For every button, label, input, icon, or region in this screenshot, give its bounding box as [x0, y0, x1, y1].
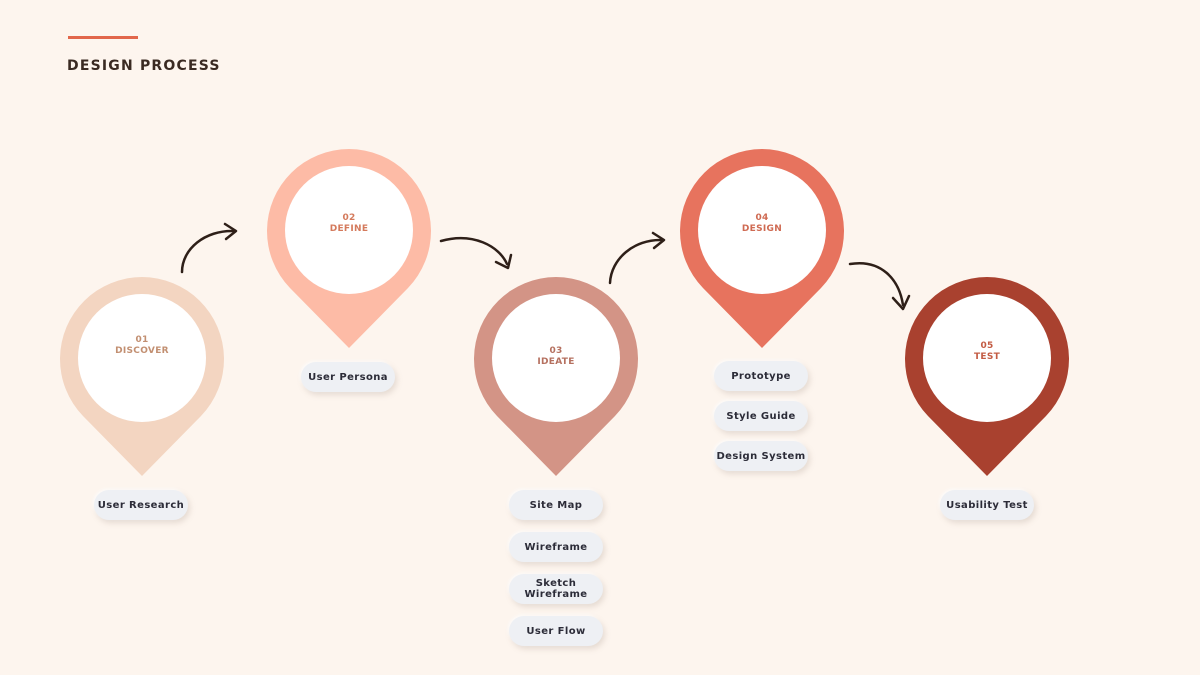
pin-shape-icon	[474, 277, 638, 476]
step-number: 05	[980, 341, 994, 351]
step-number: 03	[549, 346, 563, 356]
step-name: DEFINE	[329, 224, 369, 234]
chip-prototype: Prototype	[714, 361, 808, 391]
curved-arrow-icon	[608, 231, 666, 285]
chip-design-system: Design System	[714, 441, 808, 471]
title-accent-line	[68, 36, 138, 39]
step-define-pin: 02 DEFINE	[267, 148, 431, 348]
step-design-pin: 04 DESIGN	[680, 148, 844, 348]
pin-shape-icon	[680, 149, 844, 348]
curved-arrow-icon	[439, 236, 513, 270]
chip-wireframe: Wireframe	[509, 532, 603, 562]
step-name: DESIGN	[741, 224, 783, 234]
pin-shape-icon	[905, 277, 1069, 476]
step-number: 01	[135, 335, 149, 345]
chip-style-guide: Style Guide	[714, 401, 808, 431]
chip-user-persona: User Persona	[301, 362, 395, 392]
chip-usability-test: Usability Test	[940, 490, 1034, 520]
pin-shape-icon	[60, 277, 224, 476]
step-discover-pin: 01 DISCOVER	[60, 276, 224, 476]
step-name: TEST	[973, 352, 1001, 362]
chip-user-flow: User Flow	[509, 616, 603, 646]
step-number: 04	[755, 213, 769, 223]
pin-shape-icon	[267, 149, 431, 348]
curved-arrow-icon	[848, 261, 911, 311]
step-number: 02	[342, 213, 356, 223]
step-name: DISCOVER	[115, 346, 169, 356]
chip-user-research: User Research	[94, 490, 188, 520]
step-test-pin: 05 TEST	[905, 276, 1069, 476]
chip-site-map: Site Map	[509, 490, 603, 520]
step-ideate-pin: 03 IDEATE	[474, 276, 638, 476]
page-title: DESIGN PROCESS	[67, 58, 221, 74]
step-name: IDEATE	[537, 357, 575, 367]
chip-sketch-wireframe: Sketch Wireframe	[509, 574, 603, 604]
curved-arrow-icon	[180, 222, 238, 274]
